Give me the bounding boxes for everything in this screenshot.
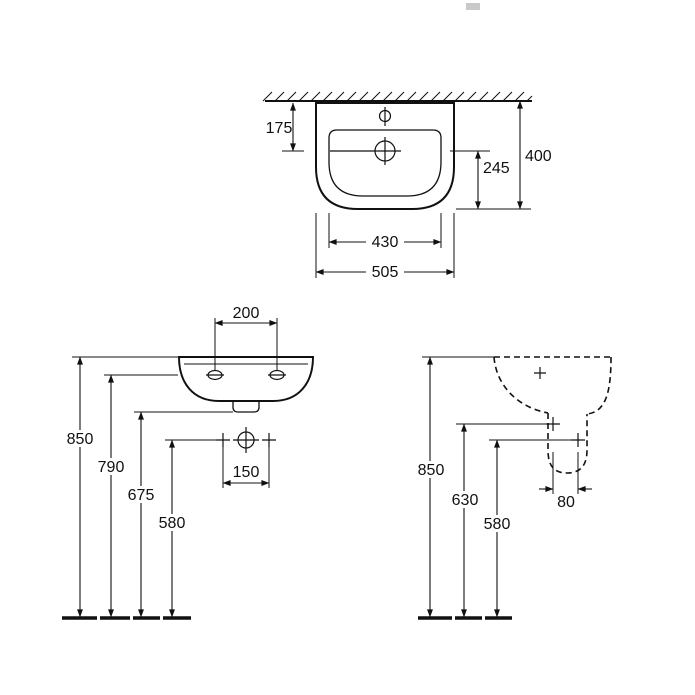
gray-artifact [466,3,480,10]
label-mask-580-front [154,514,190,531]
overflow-cross [534,367,546,379]
dim-label-200: 200 [233,305,260,322]
front-view-extension-lines [72,318,278,488]
dim-label-150: 150 [233,464,260,481]
dim-label-630: 630 [452,492,479,509]
label-mask-580-side [479,515,515,532]
dim-label-790: 790 [98,459,125,476]
label-mask-790 [93,458,129,475]
fixing-cross-upper [546,417,560,431]
basin-bowl-outline [328,129,442,197]
side-view: 850 630 580 80 [413,356,612,620]
label-mask-850-side [413,461,449,478]
dim-label-430: 430 [372,234,399,251]
wall-mount-holes [216,427,276,453]
dim-label-175: 175 [266,120,293,137]
side-view-extension-lines [422,356,579,494]
label-mask-675 [123,486,159,503]
wall-hatching [262,91,533,102]
dim-label-245: 245 [483,160,510,177]
dim-label-580-side: 580 [484,516,511,533]
label-mask-505 [366,263,404,280]
basin-side-outline-dashed [493,356,612,415]
top-view: 175 245 400 430 505 [262,91,552,281]
dim-label-850-front: 850 [67,431,94,448]
dim-label-675: 675 [128,487,155,504]
fixing-cross-lower [571,433,585,447]
basin-front-outline [177,356,315,402]
label-mask-430 [366,233,404,250]
basin-plan-outer-outline [315,102,455,210]
top-view-extension-lines [282,150,531,278]
label-mask-850-front [62,430,98,447]
fixing-cross-left [216,433,230,447]
dim-label-400: 400 [525,148,552,165]
fixing-slot-left [206,369,224,381]
dim-label-80: 80 [557,494,575,511]
label-mask-630 [447,491,483,508]
front-view: 200 150 850 790 675 580 [62,305,315,620]
drain-stub-outline [232,401,260,413]
dim-label-580-front: 580 [159,515,186,532]
fixing-slot-right [268,369,286,381]
fixing-cross-right [262,433,276,447]
drain-hole [330,137,401,165]
dim-label-505: 505 [372,264,399,281]
dim-label-850-side: 850 [418,462,445,479]
trap-cover-outline-dashed [547,413,588,474]
tap-hole [378,107,392,126]
